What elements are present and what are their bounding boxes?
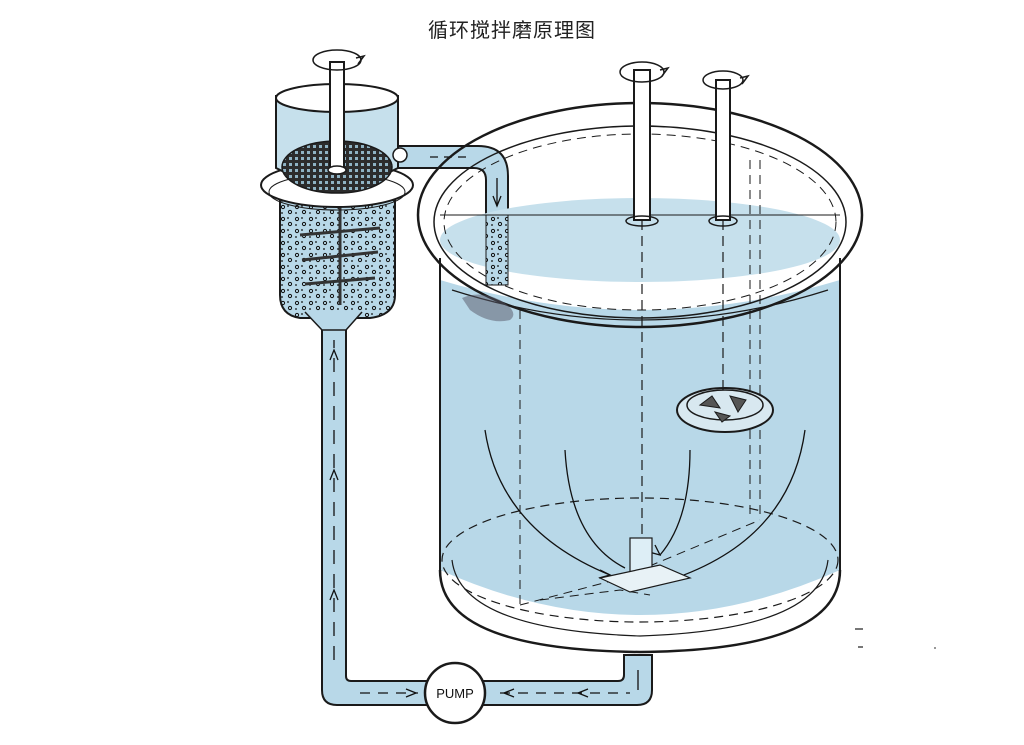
tank-shaft-left [619, 61, 670, 538]
large-tank [416, 101, 864, 654]
pump: PUMP [423, 661, 487, 725]
small-mill [260, 49, 414, 331]
bottom-agitator [598, 537, 692, 593]
inlet-turbulence [462, 214, 514, 322]
impeller-disk [676, 387, 774, 433]
pump-label: PUMP [436, 686, 474, 701]
scan-specks [855, 628, 936, 649]
tank-shaft-right [702, 70, 750, 390]
diagram-title: 循环搅拌磨原理图 [428, 18, 596, 42]
